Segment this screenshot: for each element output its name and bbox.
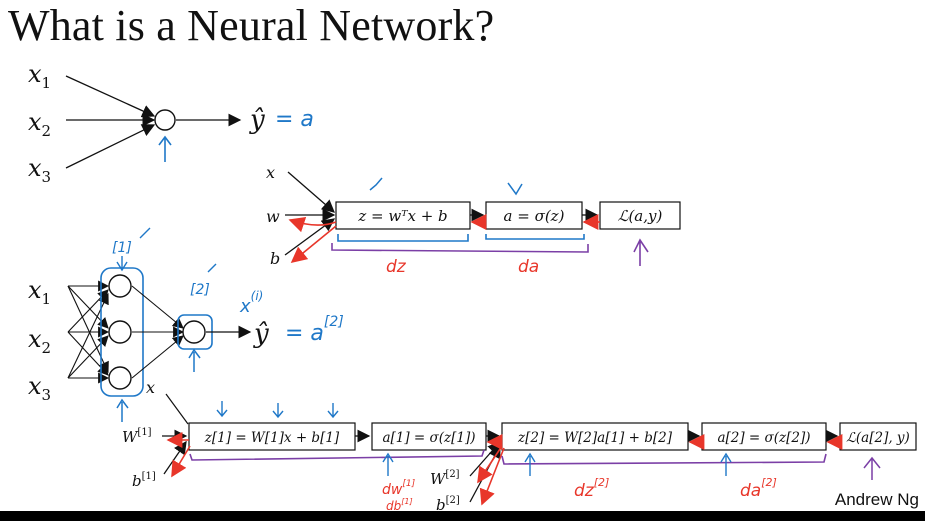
box-a2 bbox=[701, 422, 827, 451]
box-z1 bbox=[188, 422, 356, 451]
net-input-x2: x2 bbox=[28, 325, 51, 357]
graph-b2-label: b[2] bbox=[436, 495, 460, 514]
box-a1-text: a[1] = σ(z[1]) bbox=[382, 430, 475, 446]
input-x3: x3 bbox=[28, 154, 51, 186]
bracket-layer2-span bbox=[501, 453, 827, 465]
edge-x-box1 bbox=[287, 171, 335, 213]
net-x-label: x bbox=[146, 378, 155, 397]
hidden-to-output-edges bbox=[131, 285, 185, 379]
output-yhat: ŷ bbox=[249, 105, 265, 135]
input-x2: x2 bbox=[28, 108, 51, 140]
back-arrow-w bbox=[288, 216, 337, 233]
net-output-yhat: ŷ bbox=[253, 319, 269, 349]
net-input-x1: x1 bbox=[28, 276, 51, 308]
two-layer-computation-graph: W[1] b[1] z[1] = W[1]x + b[1] a[1] = σ(z… bbox=[122, 401, 917, 514]
layer2-tag: [2] bbox=[190, 282, 210, 298]
logistic-computation-graph: x w b z = wᵀx + b a = σ(z) ℒ(a,y) bbox=[266, 163, 681, 277]
tick-arrow-3 bbox=[327, 403, 339, 419]
back-arrow-w2 bbox=[477, 445, 503, 484]
edge-x1-neuron bbox=[65, 75, 156, 118]
sample-tag: x(i) bbox=[239, 289, 263, 317]
graph-w1-label: W[1] bbox=[122, 427, 152, 446]
box-loss2 bbox=[839, 422, 917, 451]
output-node bbox=[182, 320, 206, 344]
pointer-z2 bbox=[524, 452, 536, 476]
box-a2-text: a[2] = σ(z[2]) bbox=[717, 430, 810, 446]
single-neuron-diagram: x1 x2 x3 ŷ = a bbox=[28, 60, 314, 186]
edge-x3-neuron bbox=[65, 124, 156, 169]
hidden-node-3 bbox=[108, 366, 132, 390]
graph-b1-label: b[1] bbox=[132, 471, 156, 490]
box-z-linear-text: z = wᵀx + b bbox=[357, 207, 447, 225]
box-z2 bbox=[501, 422, 689, 451]
grad-label-da: da bbox=[518, 257, 539, 277]
pointer-loss2 bbox=[863, 456, 881, 480]
layer1-tag: [1] bbox=[112, 240, 132, 256]
tick-arrow-1 bbox=[216, 401, 228, 418]
output-pointer-mark bbox=[188, 348, 201, 372]
bracket-layer1-span bbox=[189, 449, 485, 461]
loss-pointer-mark bbox=[633, 238, 649, 266]
grad-label-dw1: dw[1] bbox=[382, 479, 416, 498]
output-eq-a: = a bbox=[275, 107, 314, 132]
tick-arrow-2 bbox=[272, 403, 284, 419]
net-input-x3: x3 bbox=[28, 372, 51, 404]
graph-w2-label: W[2] bbox=[430, 469, 460, 488]
hidden-node-2 bbox=[108, 320, 132, 344]
hidden-pointer-mark bbox=[116, 398, 129, 422]
tick-mark-box1 bbox=[369, 177, 383, 191]
graph-input-w: w bbox=[266, 207, 280, 226]
input-x1: x1 bbox=[28, 60, 51, 92]
net-output-eq-a: = a[2] bbox=[285, 314, 344, 346]
grad-label-dz2: dz[2] bbox=[574, 476, 609, 501]
grad-label-dz: dz bbox=[386, 257, 407, 277]
bracket-box1 bbox=[337, 234, 469, 242]
box-loss-text: ℒ(a,y) bbox=[618, 207, 663, 225]
bottom-bar bbox=[0, 511, 925, 521]
box-a-sigmoid-text: a = σ(z) bbox=[504, 207, 565, 225]
graph-input-b: b bbox=[270, 249, 280, 268]
box-loss2-text: ℒ(a[2], y) bbox=[846, 430, 910, 446]
box-loss bbox=[599, 201, 681, 230]
box-z-linear bbox=[335, 201, 471, 230]
grad-label-da2: da[2] bbox=[740, 476, 777, 501]
bracket-box2 bbox=[485, 234, 585, 240]
graph-input-x: x bbox=[266, 163, 275, 182]
edge-x-to-graph bbox=[165, 393, 189, 425]
pointer-a2 bbox=[720, 452, 732, 476]
back-arrow-b bbox=[290, 225, 337, 264]
two-layer-network-diagram: x1 x2 x3 bbox=[28, 227, 344, 425]
back-arrow-b1 bbox=[171, 445, 191, 478]
author-credit: Andrew Ng bbox=[834, 490, 919, 509]
back-arrow-b2 bbox=[479, 447, 505, 506]
layer1-tag-arrow bbox=[116, 227, 151, 272]
tick-mark-box2 bbox=[507, 182, 523, 196]
pointer-a1 bbox=[382, 452, 394, 476]
neuron-node bbox=[154, 109, 176, 131]
input-to-hidden-edges bbox=[67, 280, 110, 384]
box-z2-text: z[2] = W[2]a[1] + b[2] bbox=[517, 430, 673, 446]
hidden-node-1 bbox=[108, 274, 132, 298]
layer2-tag-arrow bbox=[207, 263, 217, 273]
box-z1-text: z[1] = W[1]x + b[1] bbox=[204, 430, 340, 446]
grad-label-db1: db[1] bbox=[386, 497, 413, 513]
bracket-grad-span bbox=[331, 243, 589, 253]
slide-title: What is a Neural Network? bbox=[8, 1, 495, 50]
neuron-pointer-mark bbox=[158, 135, 172, 162]
